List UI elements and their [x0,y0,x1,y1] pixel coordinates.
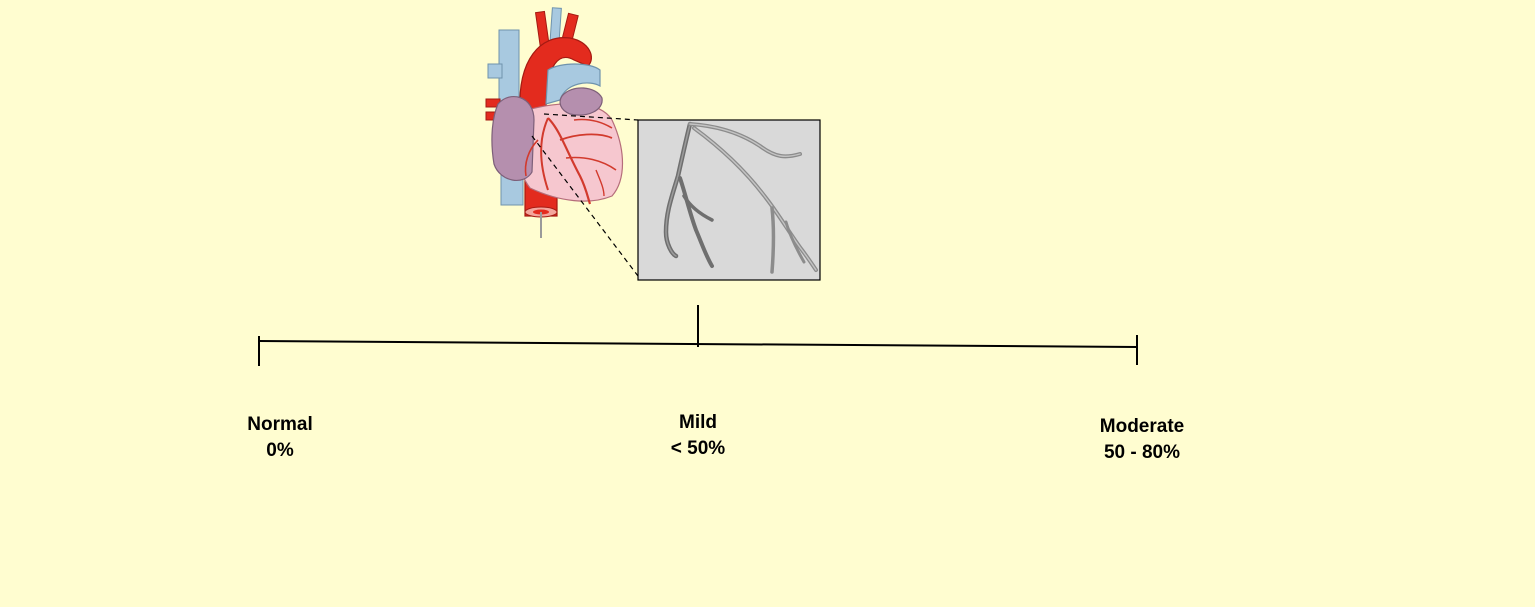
stage-name-normal: Normal [200,412,360,438]
stage-name-mild: Mild [618,410,778,436]
stage-name-moderate: Moderate [1062,414,1222,440]
stage-label-moderate: Moderate 50 - 80% [1062,414,1222,466]
heart-illustration [486,8,623,238]
stage-range-normal: 0% [200,438,360,464]
stage-label-normal: Normal 0% [200,412,360,464]
severity-scale [259,305,1137,366]
stage-range-moderate: 50 - 80% [1062,440,1222,466]
angiogram-inset [638,120,820,280]
stage-range-mild: < 50% [618,436,778,462]
stage-label-mild: Mild < 50% [618,410,778,462]
